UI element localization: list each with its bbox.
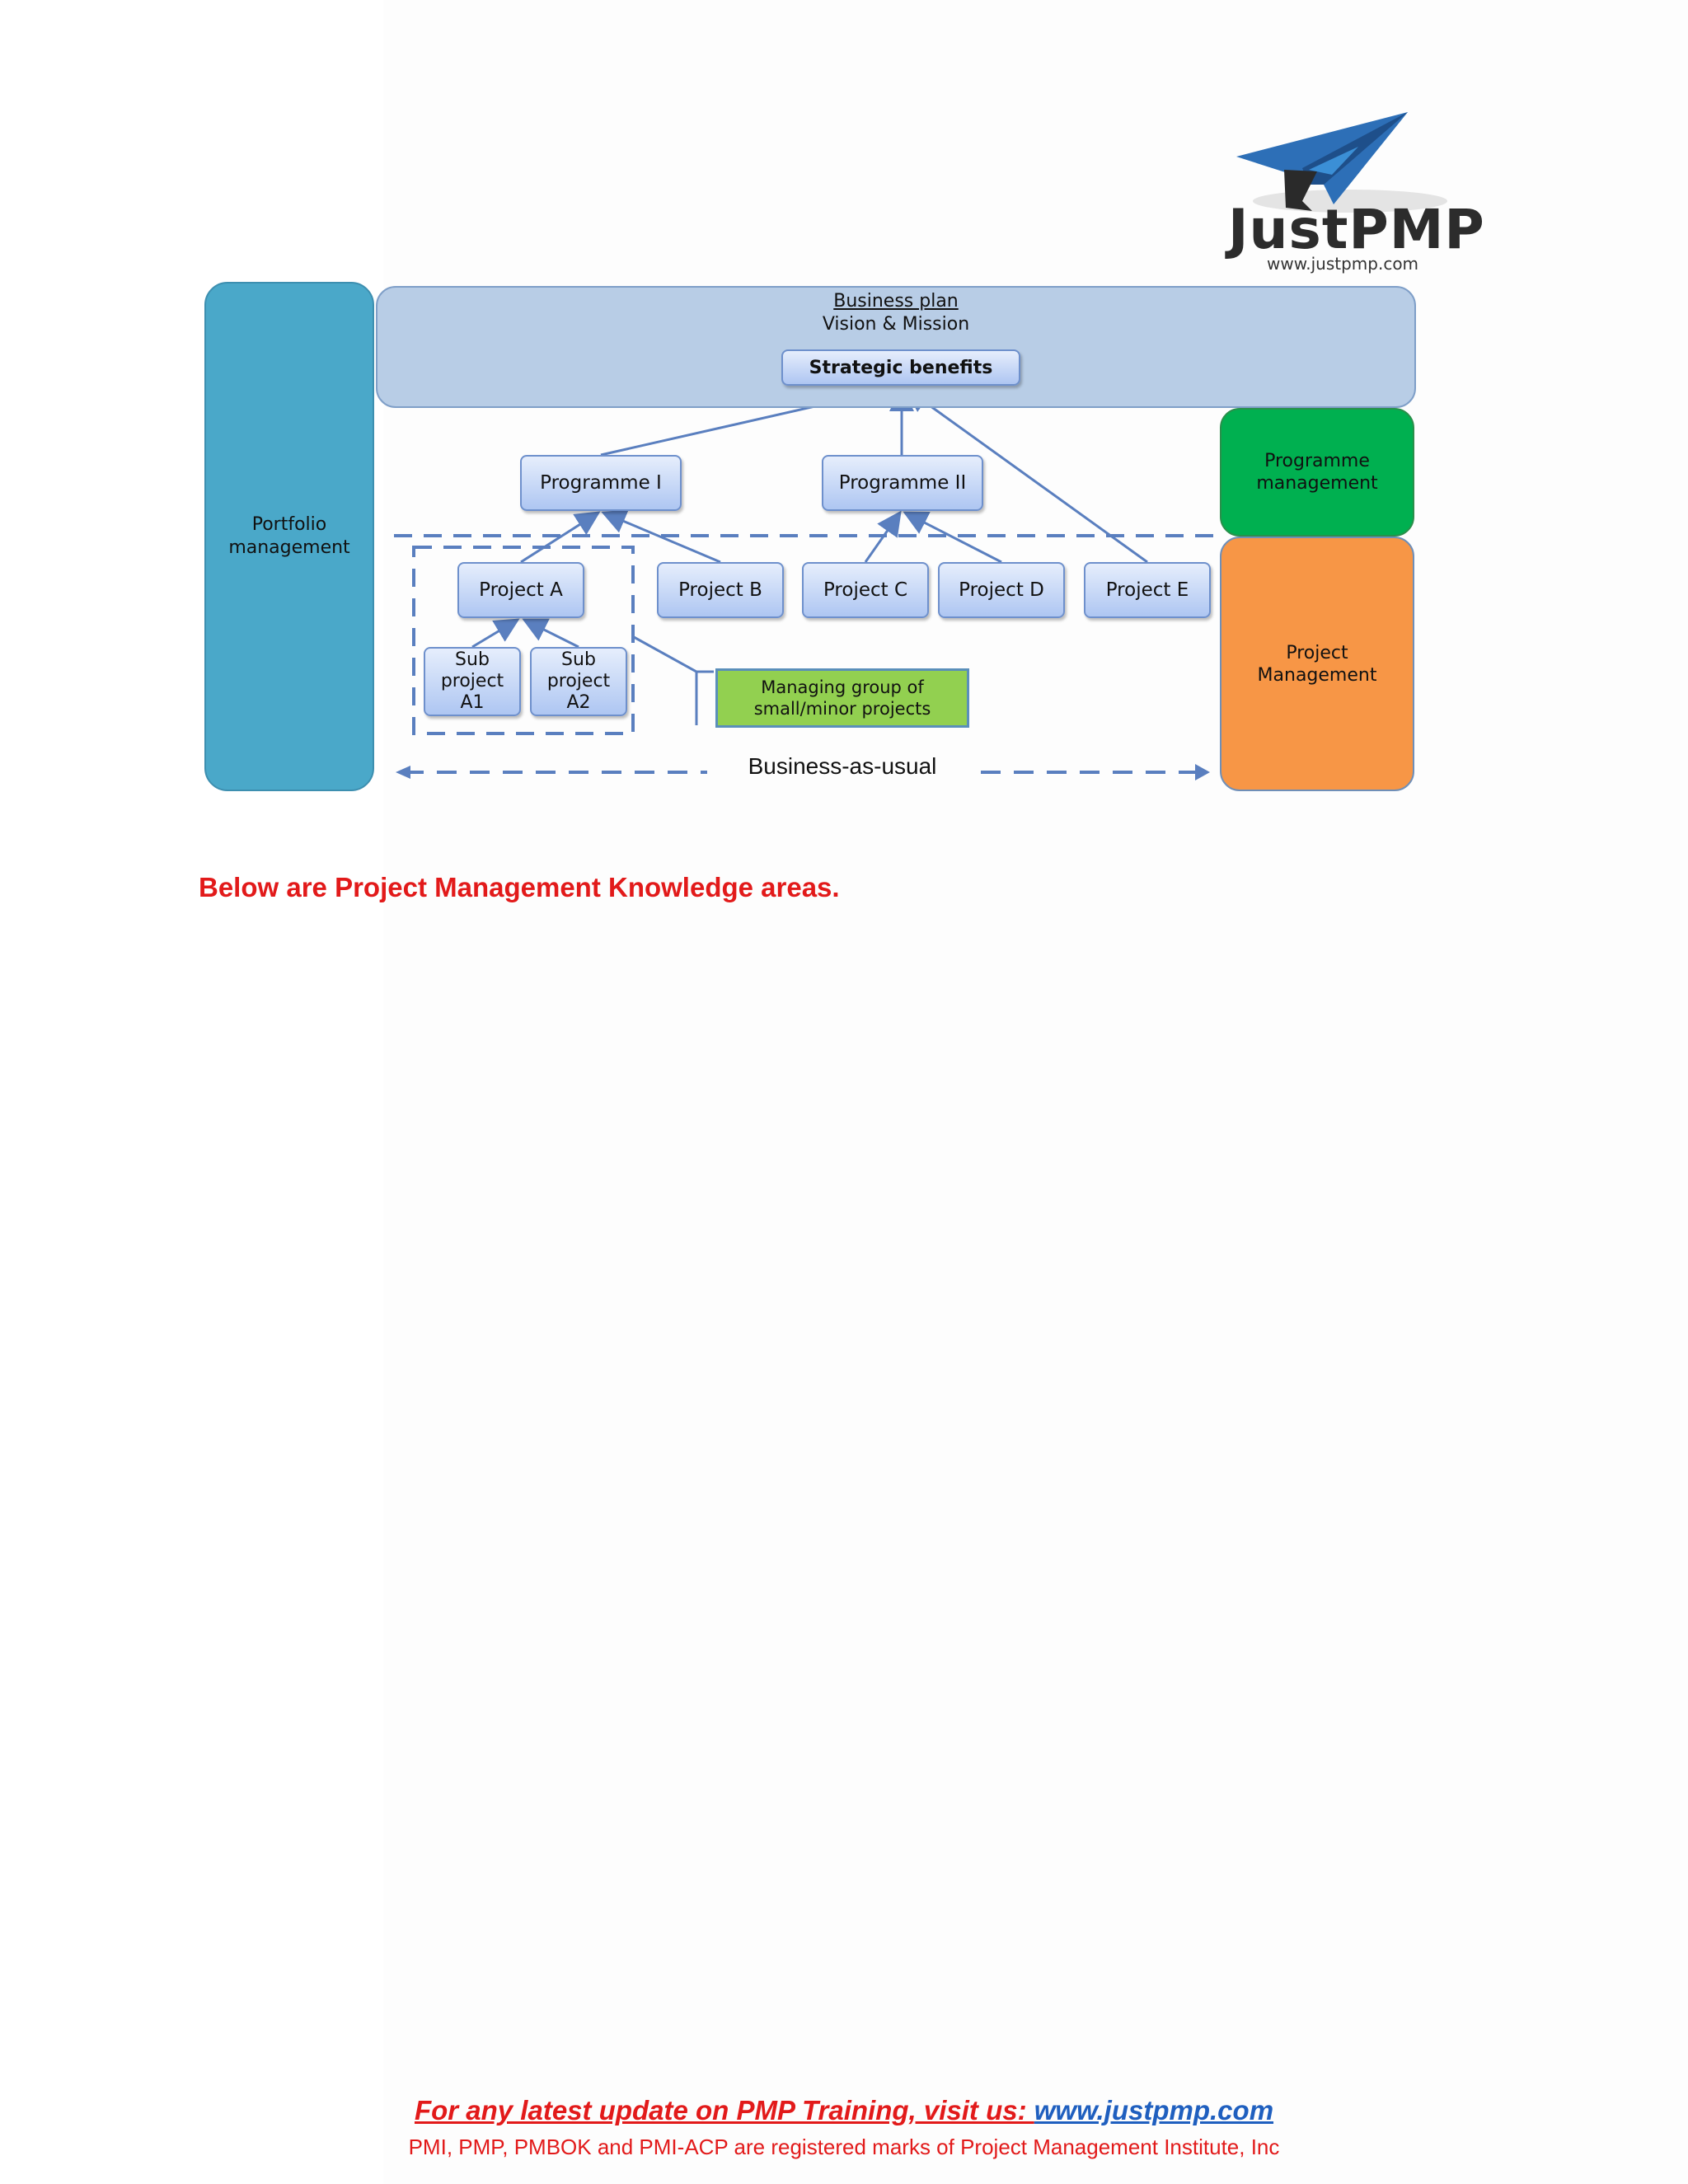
project-c-box: Project C <box>802 562 929 618</box>
connector-projD-prog2 <box>903 511 1002 564</box>
logo-wordmark: JustPMP <box>1228 198 1485 261</box>
sub-a2-line-1: Sub <box>561 649 596 670</box>
project-b-box: Project B <box>657 562 784 618</box>
knowledge-areas-heading: Below are Project Management Knowledge a… <box>199 872 840 902</box>
connector-subA1-projA <box>471 618 520 649</box>
progmgmt-line-1: Programme <box>1264 451 1370 471</box>
footer-trademark-notice: PMI, PMP, PMBOK and PMI-ACP are register… <box>408 2135 1280 2159</box>
sub-a1-line-1: Sub <box>455 649 490 670</box>
portfolio-label-2: management <box>228 537 350 558</box>
connector-subA2-projA <box>522 618 579 649</box>
business-plan-box: Business plan Vision & Mission <box>376 286 1416 408</box>
project-d-box: Project D <box>938 562 1065 618</box>
managing-line-1: Managing group of <box>761 677 924 697</box>
sub-a1-line-3: A1 <box>460 692 485 713</box>
managing-line-2: small/minor projects <box>753 699 931 719</box>
projmgmt-line-2: Management <box>1257 664 1377 686</box>
logo-url: www.justpmp.com <box>1267 254 1419 274</box>
bau-arrowhead-right <box>1195 764 1210 780</box>
programme-2-box: Programme II <box>822 455 983 511</box>
vision-mission-label: Vision & Mission <box>822 314 970 335</box>
business-plan-title: Business plan <box>833 291 959 312</box>
dashed-project-group <box>412 546 635 735</box>
strategic-benefits-box: Strategic benefits <box>781 349 1020 386</box>
project-e-box: Project E <box>1084 562 1211 618</box>
diagram-connectors <box>394 380 1220 780</box>
bau-arrowhead-left <box>396 766 410 779</box>
sub-a2-line-2: project <box>546 671 611 691</box>
sub-a1-line-2: project <box>440 671 504 691</box>
project-a-box: Project A <box>457 562 584 618</box>
footer-website-link[interactable]: www.justpmp.com <box>1034 2095 1274 2125</box>
projmgmt-line-1: Project <box>1286 642 1348 663</box>
footer-update-text: For any latest update on PMP Training, v… <box>414 2095 1034 2125</box>
programme-1-box: Programme I <box>520 455 682 511</box>
connector-managing-bracket <box>633 635 698 725</box>
connector-projE-strategic <box>904 387 1148 564</box>
progmgmt-line-2: management <box>1256 473 1378 494</box>
portfolio-label-1: Portfolio <box>251 514 327 535</box>
justpmp-logo <box>1236 112 1447 213</box>
business-as-usual-label: Business-as-usual <box>748 753 937 779</box>
footer-update-line: For any latest update on PMP Training, v… <box>0 2095 1688 2126</box>
sub-a2-line-3: A2 <box>566 692 591 713</box>
